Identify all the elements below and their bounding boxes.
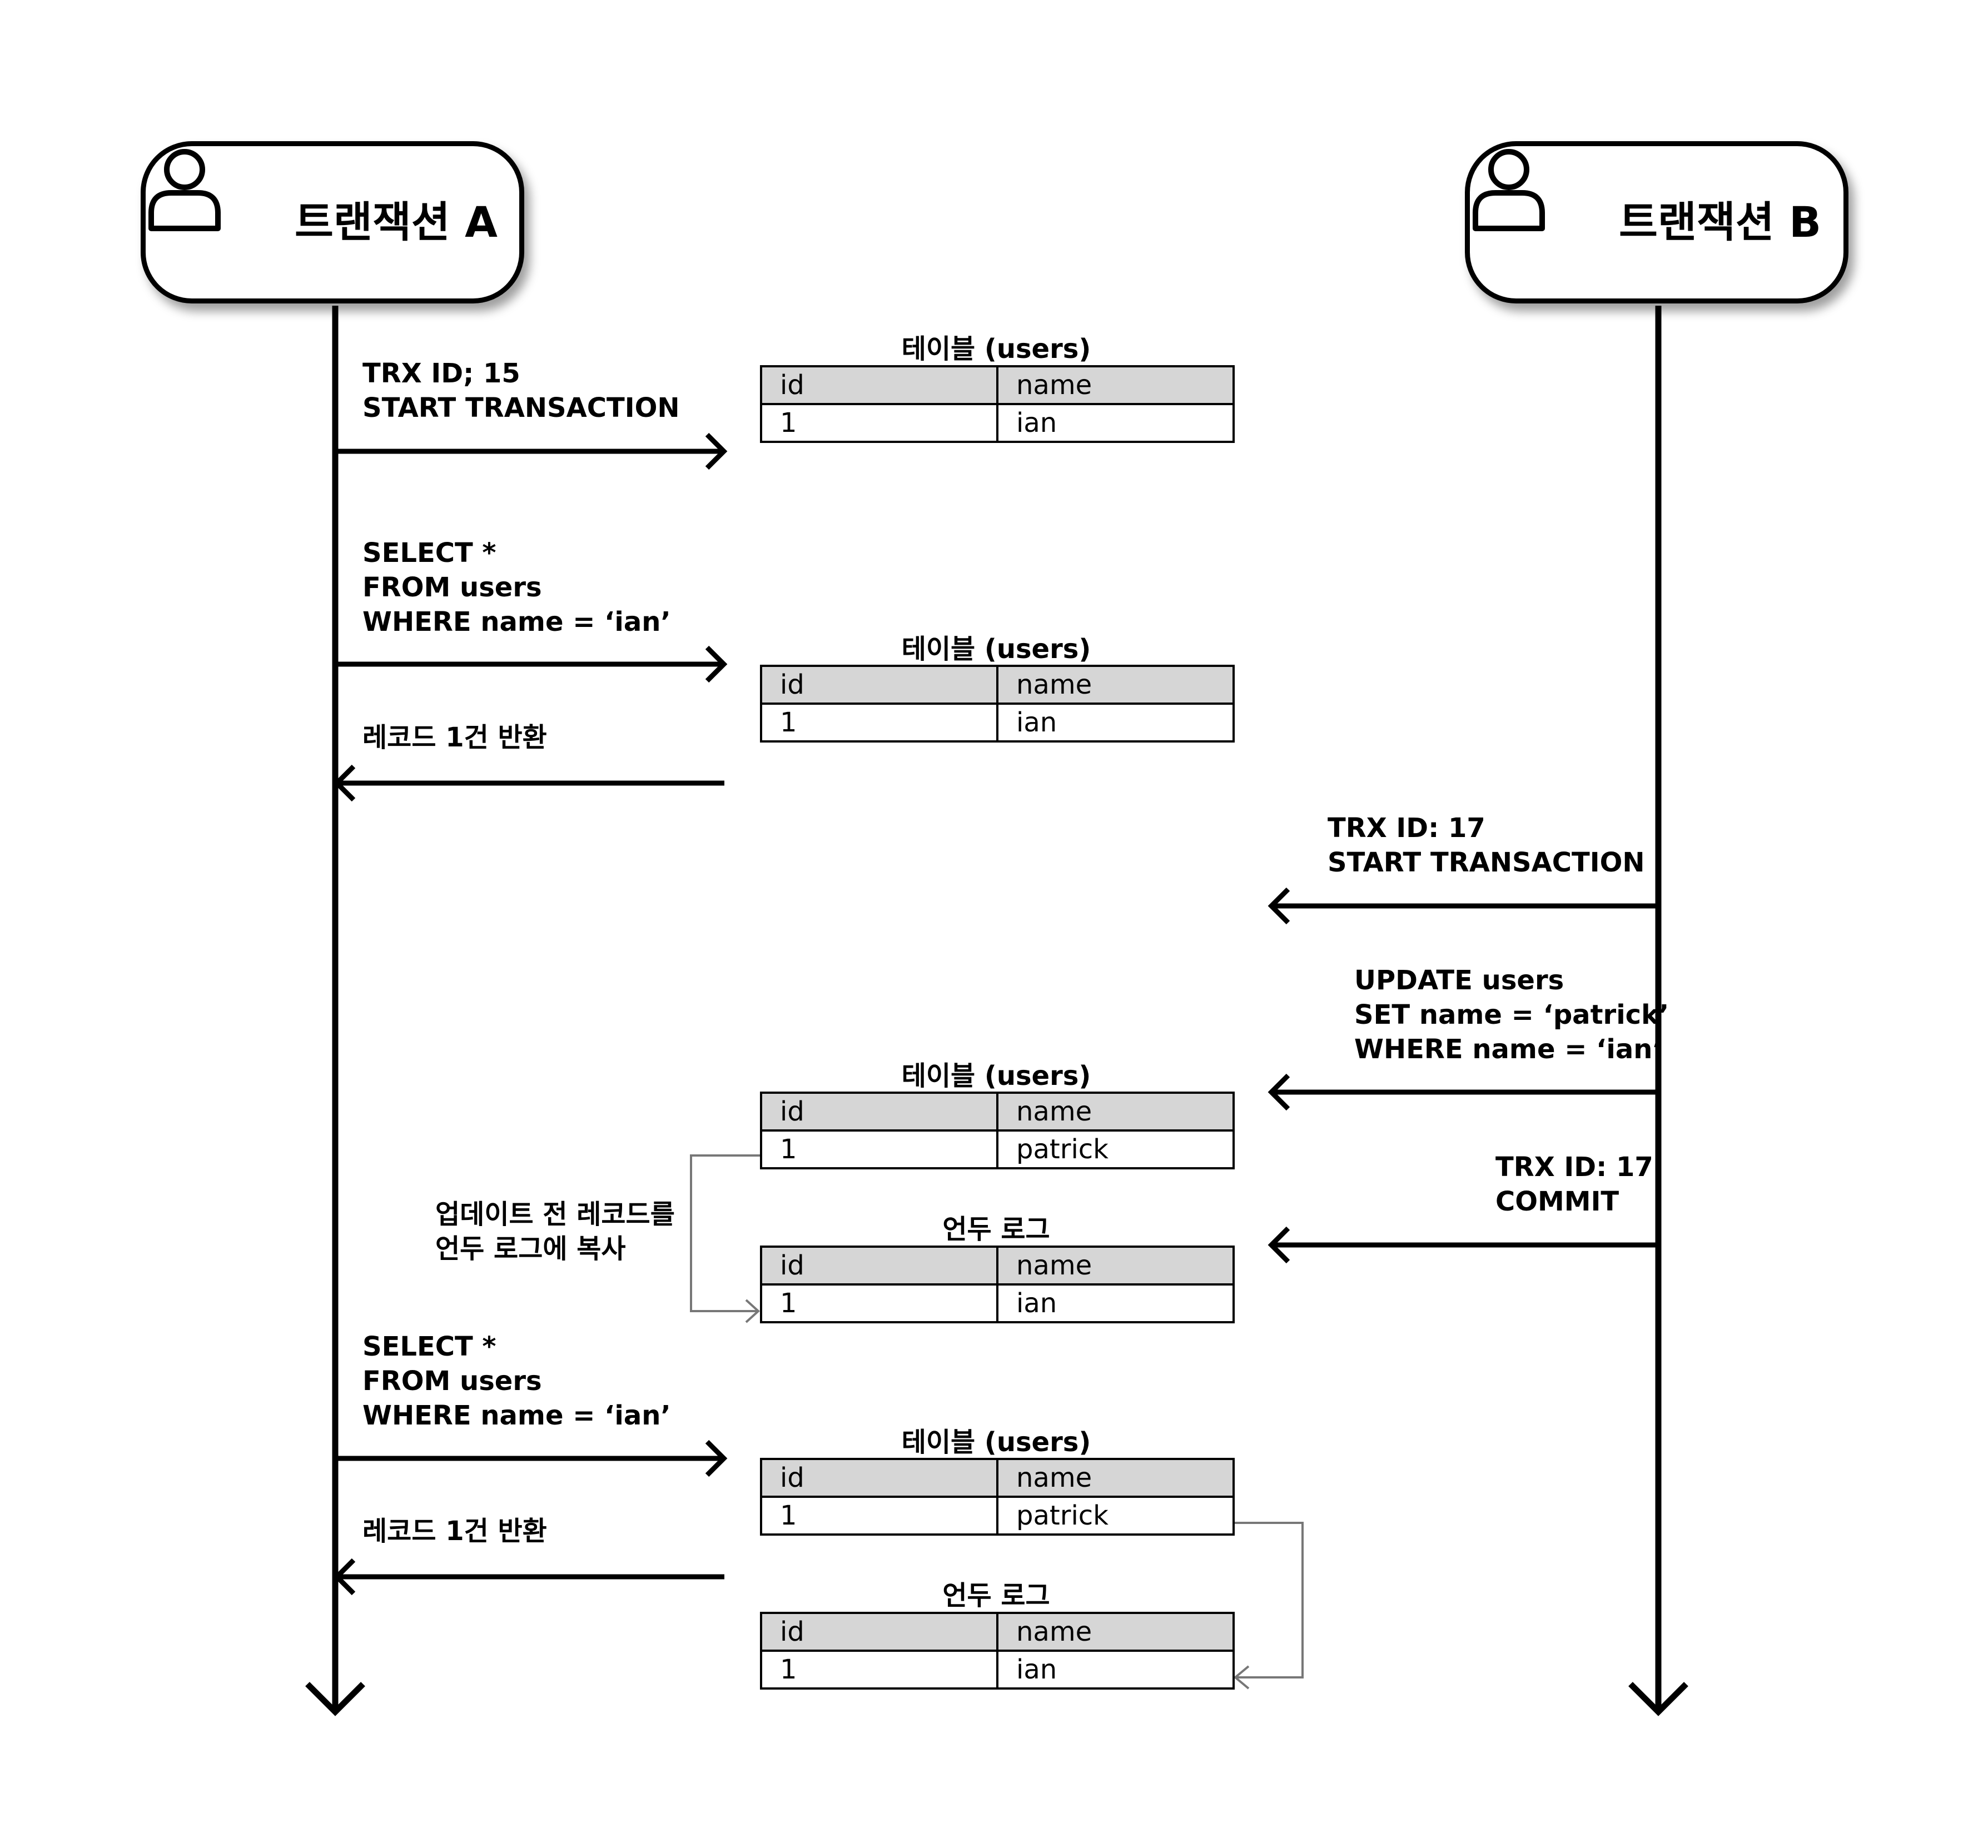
arrow-a-start-head	[705, 432, 728, 470]
header-id: id	[760, 1246, 998, 1286]
msg-b-commit: TRX ID: 17 COMMIT	[1495, 1150, 1653, 1219]
arrow-b-start-head	[1268, 887, 1290, 925]
arrow-a-result2-head	[333, 1558, 356, 1596]
users-table: id name 1 ian	[760, 365, 1235, 443]
table-header-row: id name	[760, 665, 1235, 705]
header-id: id	[760, 365, 998, 405]
header-id: id	[760, 1612, 998, 1652]
table-row: 1 ian	[760, 1283, 1235, 1323]
header-name: name	[996, 1612, 1235, 1652]
cell-id: 1	[760, 703, 998, 743]
header-name: name	[996, 1458, 1235, 1498]
cell-id: 1	[760, 1496, 998, 1536]
msg-a-start: TRX ID; 15 START TRANSACTION	[362, 356, 680, 425]
actor-a-title: 트랜잭션 A	[295, 197, 498, 247]
lifeline-b-arrowhead	[1628, 1682, 1688, 1716]
msg-a-result2: 레코드 1건 반환	[362, 1514, 547, 1548]
cell-name: ian	[996, 1283, 1235, 1323]
msg-a-start-text: TRX ID; 15 START TRANSACTION	[362, 358, 680, 424]
msg-undo-copy-text: 업데이트 전 레코드를 언두 로그에 복사	[435, 1199, 675, 1264]
msg-a-select1: SELECT * FROM users WHERE name = ‘ian’	[362, 536, 671, 639]
actor-a: 트랜잭션 A	[141, 141, 524, 303]
actor-b-title: 트랜잭션 B	[1619, 197, 1822, 247]
arrow-b-update-head	[1268, 1073, 1290, 1111]
cell-name: ian	[996, 1650, 1235, 1690]
table-header-row: id name	[760, 1612, 1235, 1652]
undo-log-table: id name 1 ian	[760, 1612, 1235, 1690]
table-row: 1 ian	[760, 1650, 1235, 1690]
cell-name: patrick	[996, 1129, 1235, 1169]
msg-a-result1: 레코드 1건 반환	[362, 720, 547, 755]
table-header-row: id name	[760, 1092, 1235, 1132]
undo-copy-connector-head	[745, 1299, 760, 1323]
header-id: id	[760, 1458, 998, 1498]
cell-name: ian	[996, 403, 1235, 443]
cell-name: ian	[996, 703, 1235, 743]
table-caption: 테이블 (users)	[901, 333, 1091, 365]
cell-id: 1	[760, 1129, 998, 1169]
users-table: id name 1 patrick	[760, 1458, 1235, 1536]
header-name: name	[996, 1092, 1235, 1132]
msg-b-commit-text: TRX ID: 17 COMMIT	[1495, 1152, 1653, 1217]
msg-a-result2-text: 레코드 1건 반환	[362, 1516, 547, 1547]
table-row: 1 ian	[760, 403, 1235, 443]
table-row: 1 patrick	[760, 1129, 1235, 1169]
arrow-b-commit-head	[1268, 1226, 1290, 1264]
header-name: name	[996, 365, 1235, 405]
undo-log-table: id name 1 ian	[760, 1246, 1235, 1323]
table-caption: 테이블 (users)	[901, 634, 1091, 665]
undo-link-connector-head	[1233, 1665, 1250, 1690]
arrow-a-result1-head	[333, 764, 356, 802]
table-caption: 테이블 (users)	[901, 1060, 1091, 1092]
msg-a-select1-text: SELECT * FROM users WHERE name = ‘ian’	[362, 537, 671, 637]
table-header-row: id name	[760, 1246, 1235, 1286]
table-row: 1 ian	[760, 703, 1235, 743]
undo-log-caption: 언두 로그	[942, 1214, 1050, 1245]
msg-b-start: TRX ID: 17 START TRANSACTION	[1328, 811, 1645, 880]
msg-b-update-text: UPDATE users SET name = ‘patrick’ WHERE …	[1354, 965, 1669, 1065]
table-header-row: id name	[760, 365, 1235, 405]
cell-id: 1	[760, 1283, 998, 1323]
header-name: name	[996, 665, 1235, 705]
lifeline-a-arrowhead	[305, 1682, 365, 1716]
cell-name: patrick	[996, 1496, 1235, 1536]
user-icon	[1473, 149, 1545, 231]
table-row: 1 patrick	[760, 1496, 1235, 1536]
users-table: id name 1 ian	[760, 665, 1235, 743]
table-caption: 테이블 (users)	[901, 1427, 1091, 1458]
msg-b-update: UPDATE users SET name = ‘patrick’ WHERE …	[1354, 963, 1669, 1067]
arrow-a-select2-head	[705, 1439, 728, 1477]
msg-a-select2-text: SELECT * FROM users WHERE name = ‘ian’	[362, 1331, 671, 1431]
undo-copy-connector	[690, 1154, 761, 1312]
header-name: name	[996, 1246, 1235, 1286]
arrow-a-select1-head	[705, 645, 728, 683]
actor-b: 트랜잭션 B	[1465, 141, 1848, 303]
cell-id: 1	[760, 403, 998, 443]
header-id: id	[760, 1092, 998, 1132]
table-header-row: id name	[760, 1458, 1235, 1498]
msg-a-select2: SELECT * FROM users WHERE name = ‘ian’	[362, 1329, 671, 1433]
undo-log-caption: 언두 로그	[942, 1580, 1050, 1611]
header-id: id	[760, 665, 998, 705]
cell-id: 1	[760, 1650, 998, 1690]
msg-a-result1-text: 레코드 1건 반환	[362, 722, 547, 753]
msg-b-start-text: TRX ID: 17 START TRANSACTION	[1328, 813, 1645, 878]
undo-link-connector	[1232, 1522, 1304, 1678]
user-icon	[148, 149, 221, 231]
msg-undo-copy: 업데이트 전 레코드를 언두 로그에 복사	[435, 1197, 675, 1266]
users-table: id name 1 patrick	[760, 1092, 1235, 1169]
